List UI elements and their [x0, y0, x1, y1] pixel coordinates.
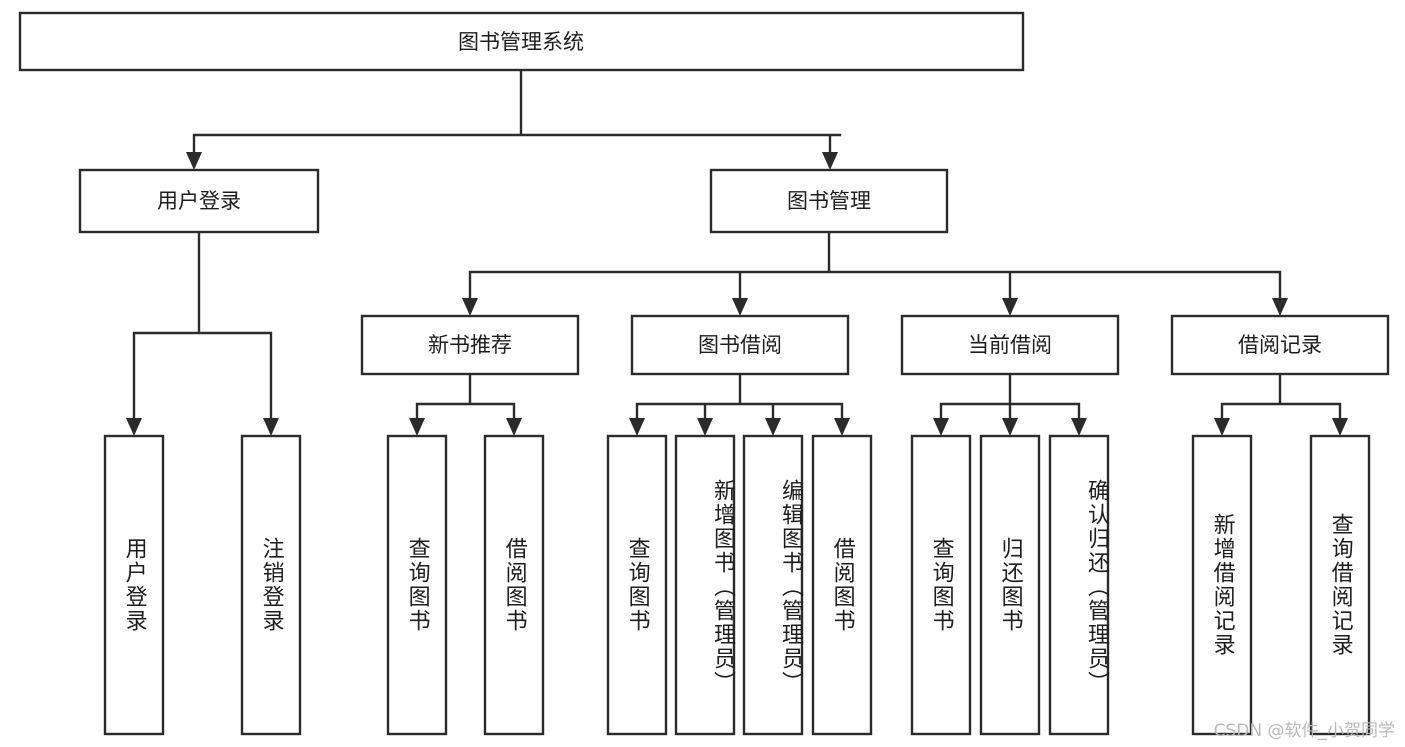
arrow-head-icon: [697, 418, 713, 436]
arrow-head-icon: [462, 298, 478, 316]
connector-bookborrow-to-leaves: [629, 372, 850, 436]
leaf-box-add-book-admin[interactable]: [674, 434, 736, 736]
leaf-box-query-borrow-record[interactable]: [1309, 434, 1371, 736]
node-book-borrow[interactable]: 图书借阅: [630, 314, 850, 376]
node-borrow-records-label: 借阅记录: [1238, 333, 1322, 357]
arrow-head-icon: [1071, 418, 1087, 436]
arrow-head-icon: [126, 418, 142, 436]
leaf-box-logout[interactable]: [240, 434, 302, 736]
node-book-borrow-label: 图书借阅: [698, 333, 782, 357]
connector-newbook-to-leaves: [409, 372, 522, 436]
connector-bookmgmt-to-level3: [462, 230, 1288, 316]
node-current-borrow[interactable]: 当前借阅: [900, 314, 1120, 376]
arrow-head-icon: [409, 418, 425, 436]
connector-root-to-level2: [186, 68, 842, 170]
connector-currentborrow-to-leaves: [933, 372, 1087, 436]
node-new-book-recommend[interactable]: 新书推荐: [360, 314, 580, 376]
arrow-head-icon: [629, 418, 645, 436]
node-user-login-label: 用户登录: [157, 189, 241, 213]
arrow-head-icon: [1272, 298, 1288, 316]
node-current-borrow-label: 当前借阅: [968, 333, 1052, 357]
arrow-head-icon: [506, 418, 522, 436]
leaf-box-confirm-return-admin[interactable]: [1048, 434, 1110, 736]
node-borrow-records[interactable]: 借阅记录: [1170, 314, 1390, 376]
arrow-head-icon: [933, 418, 949, 436]
arrow-head-icon: [732, 298, 748, 316]
leaf-box-query-book-1[interactable]: [386, 434, 448, 736]
node-user-login[interactable]: 用户登录: [78, 168, 320, 234]
arrow-head-icon: [1002, 418, 1018, 436]
leaf-box-add-borrow-record[interactable]: [1191, 434, 1253, 736]
arrow-head-icon: [263, 418, 279, 436]
connector-userlogin-to-leaves: [126, 230, 279, 436]
leaf-box-user-login[interactable]: [103, 434, 165, 736]
node-book-management[interactable]: 图书管理: [709, 168, 949, 234]
node-root-label: 图书管理系统: [458, 30, 584, 54]
arrow-head-icon: [1214, 418, 1230, 436]
leaf-box-query-book-2[interactable]: [606, 434, 668, 736]
leaf-box-borrow-book-1[interactable]: [483, 434, 545, 736]
leaf-box-borrow-book-2[interactable]: [811, 434, 873, 736]
node-root-system[interactable]: 图书管理系统: [18, 11, 1025, 72]
arrow-head-icon: [1332, 418, 1348, 436]
arrow-head-icon: [1002, 298, 1018, 316]
arrow-head-icon: [186, 152, 202, 170]
arrow-head-icon: [834, 418, 850, 436]
node-book-management-label: 图书管理: [787, 189, 871, 213]
leaf-box-return-book[interactable]: [979, 434, 1041, 736]
connector-borrowrecords-to-leaves: [1214, 372, 1348, 436]
arrow-head-icon: [765, 418, 781, 436]
arrow-head-icon: [822, 152, 838, 170]
node-new-book-recommend-label: 新书推荐: [428, 333, 512, 357]
leaf-box-query-book-3[interactable]: [910, 434, 972, 736]
leaf-box-edit-book-admin[interactable]: [742, 434, 804, 736]
